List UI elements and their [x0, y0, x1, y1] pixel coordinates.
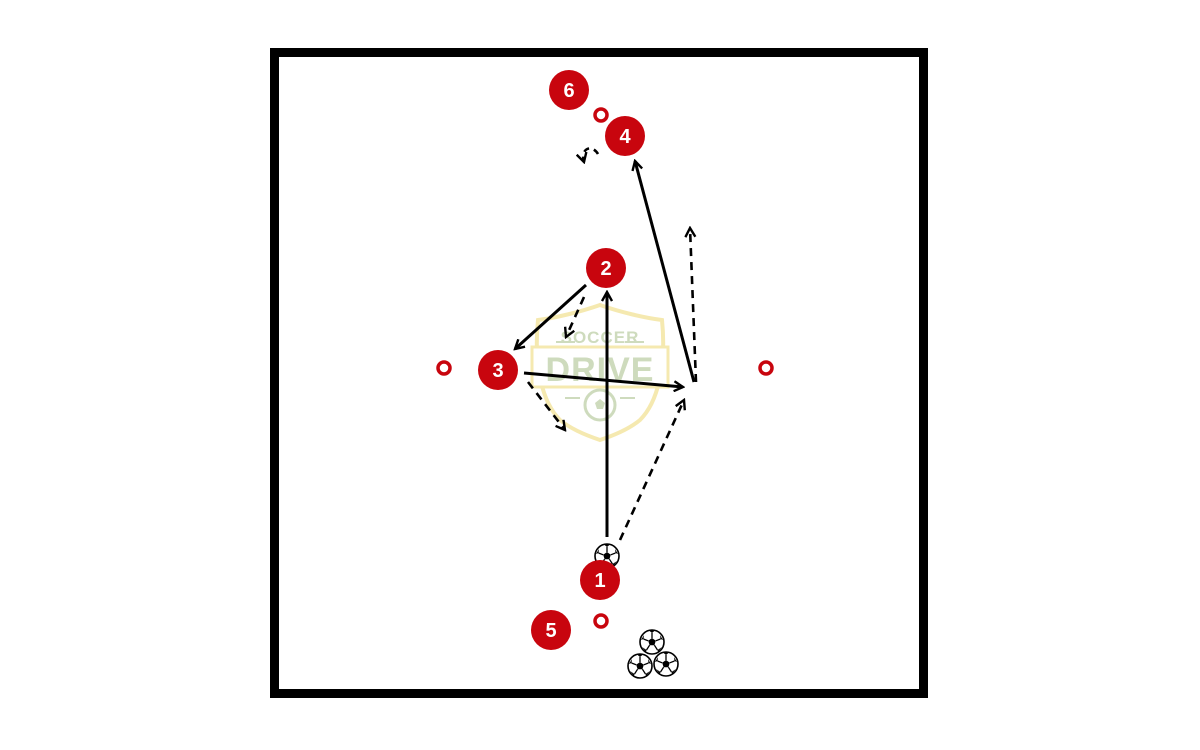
soccer-ball-icon: [653, 651, 679, 677]
run-lines: [526, 147, 698, 541]
player-2[interactable]: 2: [586, 248, 626, 288]
player-5-label: 5: [545, 620, 556, 642]
cone-marker-icon: [758, 360, 774, 376]
run-4-turn: [583, 147, 600, 162]
logo-circuit-lines: [556, 341, 644, 399]
pass-3-to-run: [523, 371, 683, 387]
player-1-label: 1: [594, 570, 605, 592]
logo-ball-pentagon: [595, 399, 605, 409]
cone-marker-icon: [593, 613, 609, 629]
run-continued: [690, 228, 698, 383]
run-2-drop: [566, 296, 586, 337]
soccer-ball-icon: [639, 629, 665, 655]
player-4-label: 4: [619, 126, 631, 148]
player-1[interactable]: 1: [580, 560, 620, 600]
run-3-drop: [526, 381, 565, 430]
pass-to-4: [635, 161, 696, 383]
cone-marker-icon: [436, 360, 452, 376]
logo-banner: [530, 345, 670, 389]
player-6[interactable]: 6: [549, 70, 589, 110]
pass-2-to-3: [515, 283, 588, 349]
cones: [436, 107, 774, 629]
players: 1 2 3 4 5 6: [478, 70, 645, 650]
player-5[interactable]: 5: [531, 610, 571, 650]
player-3-label: 3: [492, 360, 503, 382]
player-4[interactable]: 4: [605, 116, 645, 156]
run-1-forward: [618, 400, 684, 541]
logo-top-text: SOCCER: [561, 328, 640, 347]
player-2-label: 2: [600, 258, 611, 280]
player-3[interactable]: 3: [478, 350, 518, 390]
cone-marker-icon: [593, 107, 609, 123]
logo-ball-icon: [583, 388, 617, 422]
pass-lines: [515, 161, 696, 537]
soccer-drive-logo: SOCCER DRIVE: [530, 302, 670, 443]
player-6-label: 6: [563, 80, 574, 102]
soccer-ball-icon: [627, 653, 653, 679]
